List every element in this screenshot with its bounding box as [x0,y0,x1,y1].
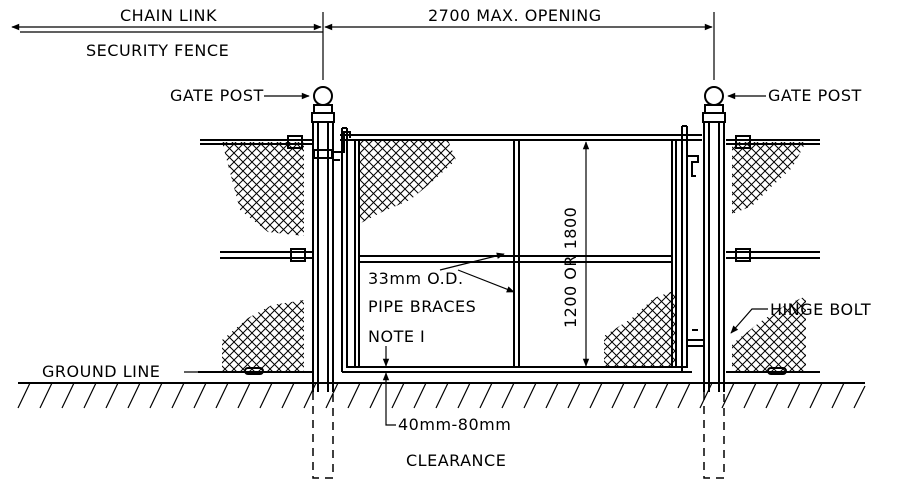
dimensions [11,12,715,426]
mesh-left-upper [222,142,304,236]
gate-post-left-label: GATE POST [170,86,264,105]
note-label: NOTE I [368,327,425,346]
mesh-right-lower [732,296,806,372]
gate-post-right-label: GATE POST [768,86,862,105]
gate-frame [334,125,705,373]
height-dimension-label: 1200 OR 1800 [561,207,580,328]
mesh-left-lower [222,300,304,372]
chain-link-mesh [222,140,806,372]
gate-post-right [702,86,726,392]
security-fence-label: SECURITY FENCE [86,41,229,60]
gate-post-left [311,86,335,392]
leaders [184,92,768,373]
mesh-right-upper [732,142,806,214]
pipe-braces-label: PIPE BRACES [368,297,476,316]
hinge-bolt-label: HINGE BOLT [770,300,871,319]
clearance-label: CLEARANCE [406,451,506,470]
pipe-od-label: 33mm O.D. [368,269,464,288]
ground-line-label: GROUND LINE [42,362,160,381]
mesh-gate-upper [359,140,456,224]
mesh-gate-lower [604,290,676,368]
chain-link-label: CHAIN LINK [120,6,217,25]
clearance-range-label: 40mm-80mm [398,415,511,434]
max-opening-label: 2700 MAX. OPENING [428,6,602,25]
ground [17,371,866,479]
labels: CHAIN LINK SECURITY FENCE 2700 MAX. OPEN… [42,6,871,470]
